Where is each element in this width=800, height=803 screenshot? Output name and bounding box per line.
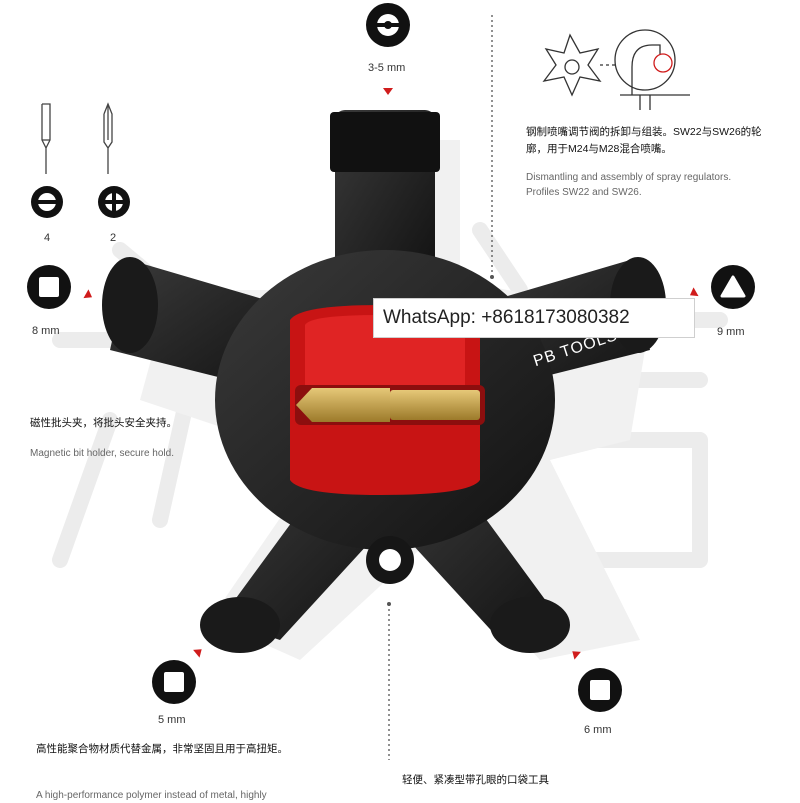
socket-key-tool [102, 110, 666, 660]
size-label-8mm: 8 mm [32, 325, 60, 337]
spray-regulator-illustration [542, 29, 690, 110]
size-label-5mm: 5 mm [158, 714, 186, 726]
circle-dot-socket-icon [366, 3, 410, 47]
size-label-phillips: 2 [110, 232, 117, 244]
size-label-slotted: 4 [44, 232, 51, 244]
polymer-text-zh: 高性能聚合物材质代替金属，非常坚固且用于高扭矩。 [36, 743, 288, 755]
polymer-text-en: A high-performance polymer instead of me… [36, 790, 267, 801]
square-socket-icon-5mm [152, 660, 196, 704]
slotted-icon [31, 186, 63, 218]
square-socket-icon-8mm [27, 265, 71, 309]
dotted-leader-right [490, 15, 494, 279]
spray-text-zh: 钢制喷嘴调节阀的拆卸与组装。SW22与SW26的轮廓，用于M24与M28混合喷嘴… [526, 126, 762, 155]
size-label-top: 3-5 mm [368, 62, 406, 74]
square-socket-icon-6mm [578, 668, 622, 712]
phillips-icon [98, 186, 130, 218]
pocket-tool-text-zh: 轻便、紧凑型带孔眼的口袋工具 [402, 774, 549, 786]
watermark-banner: WhatsApp: +8618173080382 [373, 298, 695, 338]
bit-holder-text-zh: 磁性批头夹，将批头安全夹持。 [30, 417, 177, 429]
triangle-socket-icon [711, 265, 755, 309]
size-label-6mm: 6 mm [584, 724, 612, 736]
size-label-9mm: 9 mm [717, 326, 745, 338]
pointer-top [383, 88, 393, 95]
bit-holder-text-en: Magnetic bit holder, secure hold. [30, 448, 174, 459]
bit-drawings [41, 102, 113, 174]
spray-text-en: Dismantling and assembly of spray regula… [526, 172, 732, 198]
dotted-leader-bottom [387, 602, 391, 760]
